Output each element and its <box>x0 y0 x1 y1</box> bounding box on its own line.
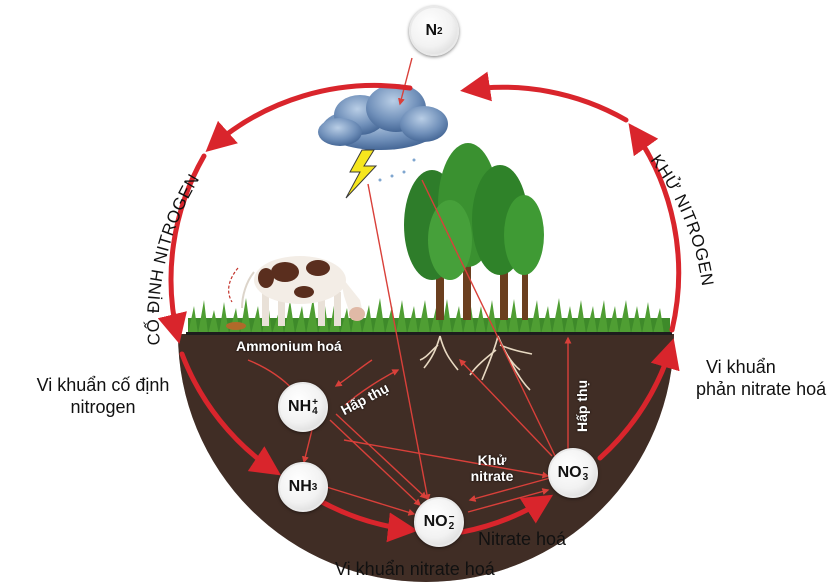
trees-icon <box>404 143 544 320</box>
label-nitrate-reduction: Khử nitrate <box>470 452 514 484</box>
process-arrows <box>247 57 572 516</box>
label-absorption-right: Hấp thụ <box>574 379 590 432</box>
cloud-icon <box>318 84 448 182</box>
node-no3: NO−3 <box>548 448 598 498</box>
grass-strip <box>186 298 672 335</box>
label-denitrifying-bacteria: Vi khuẩn phản nitrate hoá <box>696 357 827 399</box>
node-nh4: NH+4 <box>278 382 328 432</box>
node-no2: NO−2 <box>414 497 464 547</box>
cycle-arcs <box>157 71 682 543</box>
label-ammonification: Ammonium hoá <box>236 338 342 354</box>
lightning-icon <box>345 149 378 199</box>
cow-icon <box>226 256 365 330</box>
roots-icon <box>419 335 533 391</box>
label-nitrifying-bacteria: Vi khuẩn nitrate hoá <box>335 559 495 579</box>
label-fixing-bacteria: Vi khuẩn cố định nitrogen <box>36 375 170 417</box>
label-nitrification: Nitrate hoá <box>478 529 567 549</box>
